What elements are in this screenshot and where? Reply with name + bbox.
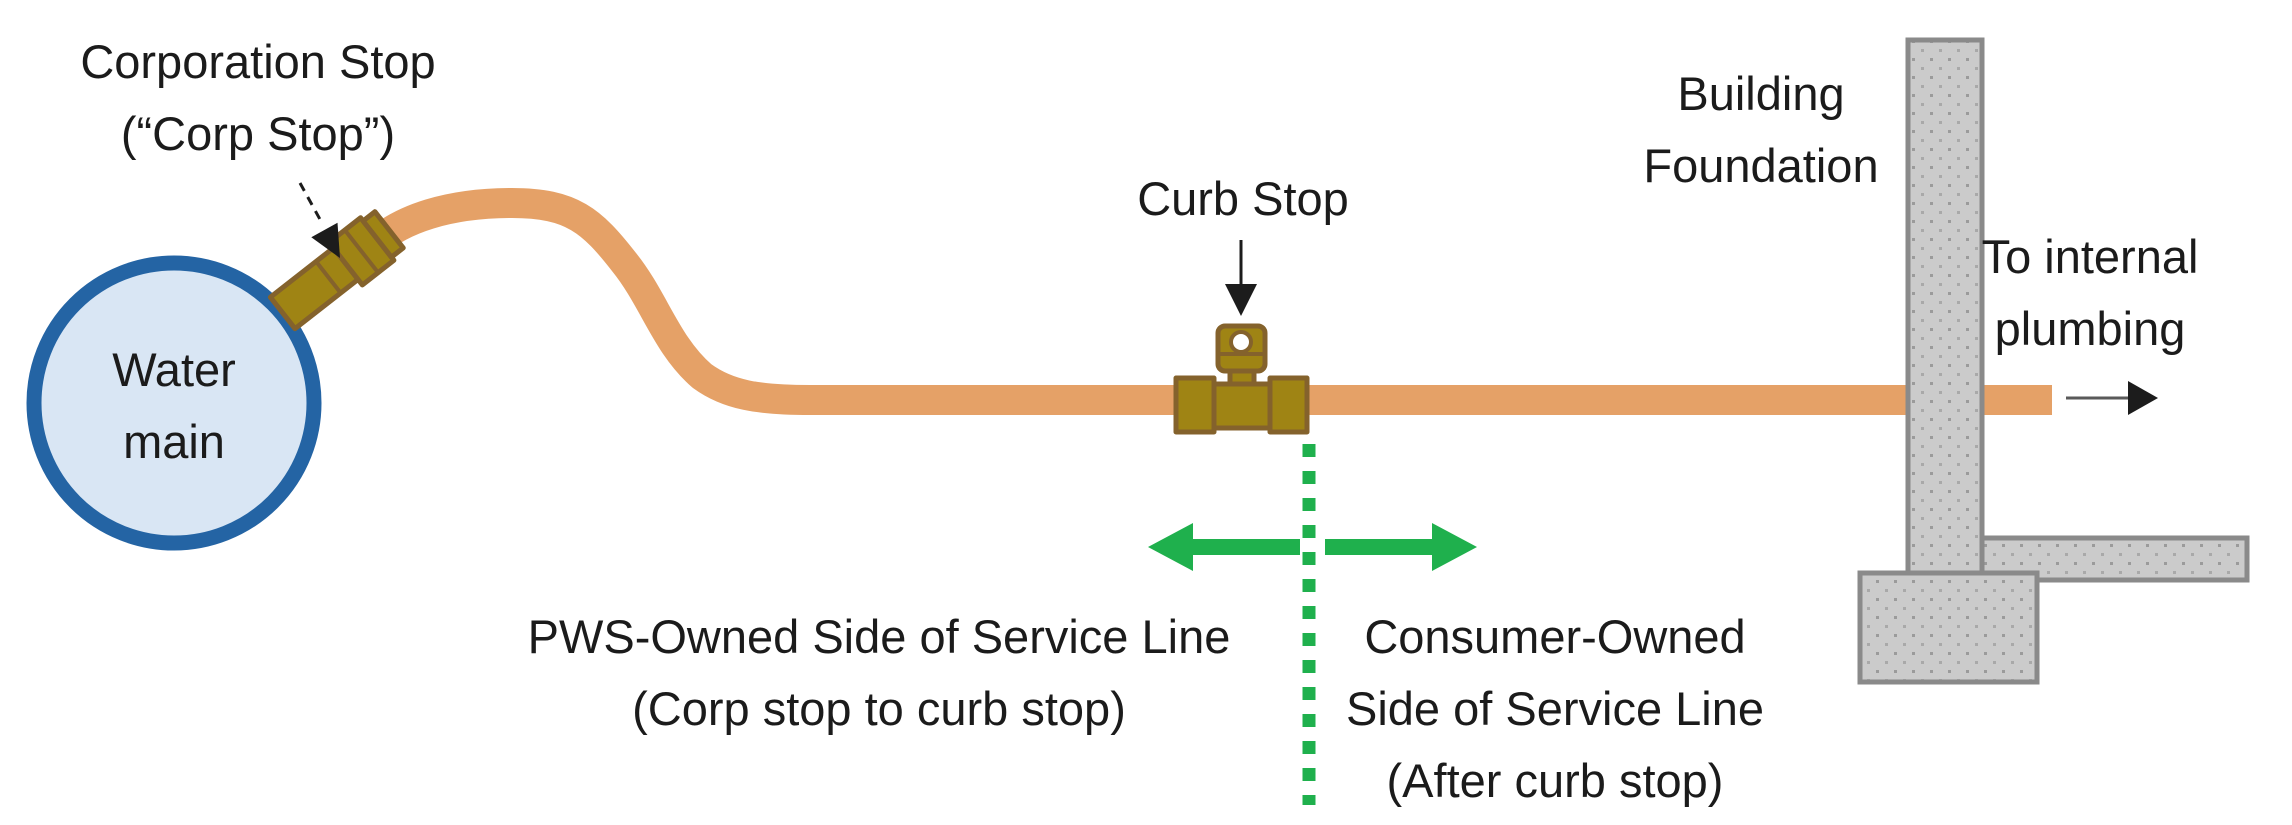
curb-stop-valve <box>1173 323 1310 435</box>
ownership-arrow-right <box>1325 523 1477 571</box>
building-foundation-label: Building Foundation <box>1643 67 1879 192</box>
corporation-stop-pointer-arrow <box>298 182 340 258</box>
curb-stop-pointer-arrow <box>1225 240 1257 316</box>
ownership-arrow-left <box>1148 523 1300 571</box>
service-line-pipe <box>365 187 2052 415</box>
consumer-owned-side-label: Consumer-Owned Side of Service Line (Aft… <box>1345 610 1765 807</box>
flow-direction-arrow <box>2066 381 2158 415</box>
curb-stop-label: Curb Stop <box>1137 172 1349 225</box>
water-main-label: Water main <box>112 343 236 468</box>
to-internal-plumbing-label: To internal plumbing <box>1981 230 2199 355</box>
corporation-stop-label: Corporation Stop (“Corp Stop”) <box>80 35 436 160</box>
foundation-footing <box>1857 570 2040 685</box>
pws-owned-side-label: PWS-Owned Side of Service Line (Corp sto… <box>527 610 1231 735</box>
water-main-circle <box>26 255 322 551</box>
corporation-stop-valve <box>267 209 406 332</box>
